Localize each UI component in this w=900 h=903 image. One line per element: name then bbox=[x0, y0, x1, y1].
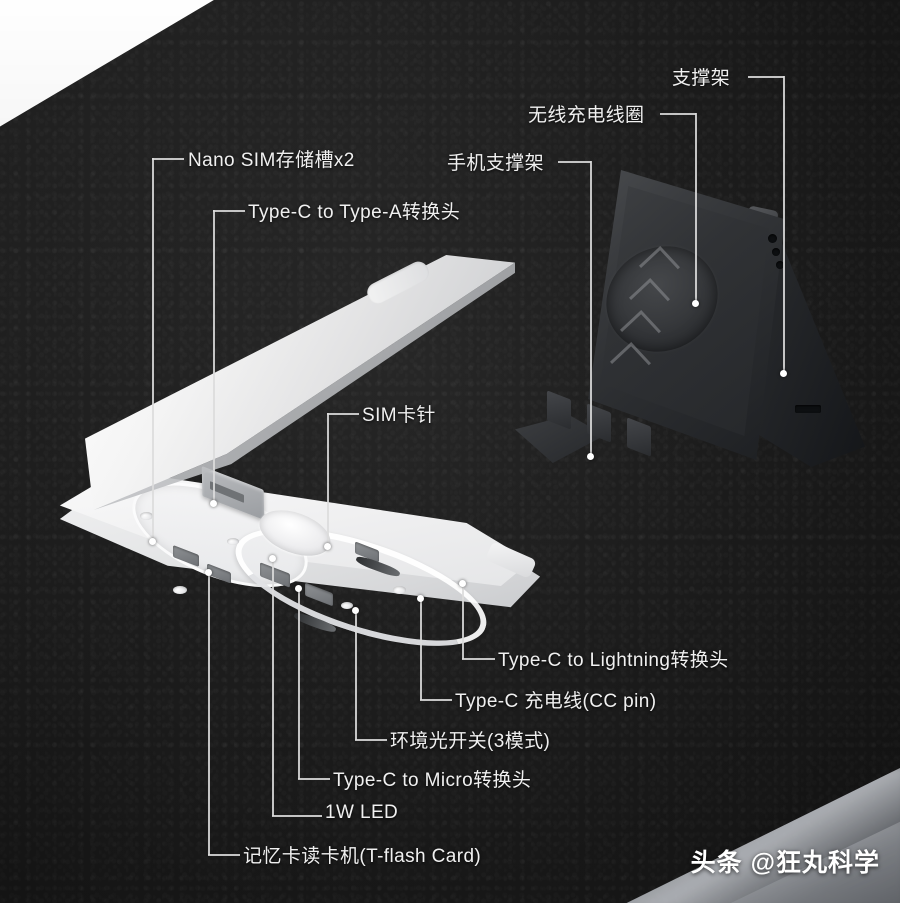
callout-label-support-bracket: 支撑架 bbox=[672, 68, 731, 89]
callout-label-memory-card-reader: 记忆卡读卡机(T-flash Card) bbox=[243, 846, 482, 867]
leader-dot-one-watt-led bbox=[269, 555, 276, 562]
leader-dot-support-bracket bbox=[780, 370, 787, 377]
callout-label-type-c-to-micro-adapter: Type-C to Micro转换头 bbox=[333, 770, 532, 791]
callout-label-nano-sim-storage: Nano SIM存储槽x2 bbox=[188, 150, 355, 171]
leader-line-nano-sim-storage bbox=[152, 158, 154, 541]
leader-dot-ambient-light-switch bbox=[352, 607, 359, 614]
leader-stub-phone-holder-bracket bbox=[558, 161, 591, 163]
callout-label-type-c-charging-cable: Type-C 充电线(CC pin) bbox=[455, 691, 657, 712]
stand-port-a bbox=[768, 234, 777, 243]
case-dimple-a bbox=[140, 512, 153, 520]
leader-stub-memory-card-reader bbox=[208, 854, 240, 856]
leader-line-wireless-charging-coil bbox=[695, 113, 697, 303]
black-phone-stand bbox=[495, 160, 865, 490]
leader-stub-wireless-charging-coil bbox=[660, 113, 696, 115]
leader-dot-nano-sim-storage bbox=[149, 538, 156, 545]
callout-label-wireless-charging-coil: 无线充电线圈 bbox=[528, 105, 645, 126]
callout-label-type-c-to-type-a-adapter: Type-C to Type-A转换头 bbox=[248, 202, 461, 223]
callout-label-ambient-light-switch: 环境光开关(3模式) bbox=[390, 731, 551, 752]
leader-stub-one-watt-led bbox=[272, 815, 322, 817]
leader-dot-type-c-charging-cable bbox=[417, 595, 424, 602]
leader-stub-nano-sim-storage bbox=[152, 158, 184, 160]
callout-label-type-c-to-lightning-adapter: Type-C to Lightning转换头 bbox=[498, 650, 729, 671]
callout-label-phone-holder-bracket: 手机支撑架 bbox=[447, 153, 545, 174]
leader-line-support-bracket bbox=[783, 76, 785, 373]
leader-dot-type-c-to-lightning-adapter bbox=[459, 580, 466, 587]
leader-line-type-c-to-type-a-adapter bbox=[213, 210, 215, 503]
leader-stub-type-c-to-lightning-adapter bbox=[462, 658, 495, 660]
callout-label-sim-ejector-pin: SIM卡针 bbox=[362, 405, 436, 426]
stand-port-c bbox=[776, 261, 784, 269]
case-dimple-e bbox=[173, 586, 187, 594]
leader-stub-type-c-to-micro-adapter bbox=[298, 778, 330, 780]
leader-line-sim-ejector-pin bbox=[327, 413, 329, 546]
white-multitool-case bbox=[55, 250, 555, 671]
leader-stub-ambient-light-switch bbox=[355, 739, 387, 741]
leader-dot-memory-card-reader bbox=[205, 569, 212, 576]
case-dimple-b bbox=[227, 538, 239, 545]
leader-line-type-c-charging-cable bbox=[420, 598, 422, 700]
leader-line-one-watt-led bbox=[272, 558, 274, 816]
leader-line-ambient-light-switch bbox=[355, 610, 357, 740]
leader-stub-support-bracket bbox=[748, 76, 784, 78]
leader-line-phone-holder-bracket bbox=[590, 161, 592, 456]
case-dimple-d bbox=[341, 602, 353, 609]
case-dimple-c bbox=[393, 586, 406, 594]
leader-stub-type-c-to-type-a-adapter bbox=[213, 210, 245, 212]
leader-dot-phone-holder-bracket bbox=[587, 453, 594, 460]
stand-port-b bbox=[772, 248, 780, 256]
stand-tooth-3 bbox=[627, 417, 651, 457]
stand-charging-port bbox=[795, 405, 821, 413]
callout-label-one-watt-led: 1W LED bbox=[325, 802, 399, 823]
leader-dot-wireless-charging-coil bbox=[692, 300, 699, 307]
leader-line-type-c-to-lightning-adapter bbox=[462, 583, 464, 659]
leader-line-memory-card-reader bbox=[208, 572, 210, 855]
leader-line-type-c-to-micro-adapter bbox=[298, 588, 300, 779]
leader-stub-type-c-charging-cable bbox=[420, 699, 452, 701]
leader-stub-sim-ejector-pin bbox=[327, 413, 359, 415]
watermark: 头条 @狂丸科学 bbox=[690, 849, 880, 877]
leader-dot-type-c-to-micro-adapter bbox=[295, 585, 302, 592]
leader-dot-type-c-to-type-a-adapter bbox=[210, 500, 217, 507]
leader-dot-sim-ejector-pin bbox=[324, 543, 331, 550]
case-lid bbox=[85, 255, 515, 510]
